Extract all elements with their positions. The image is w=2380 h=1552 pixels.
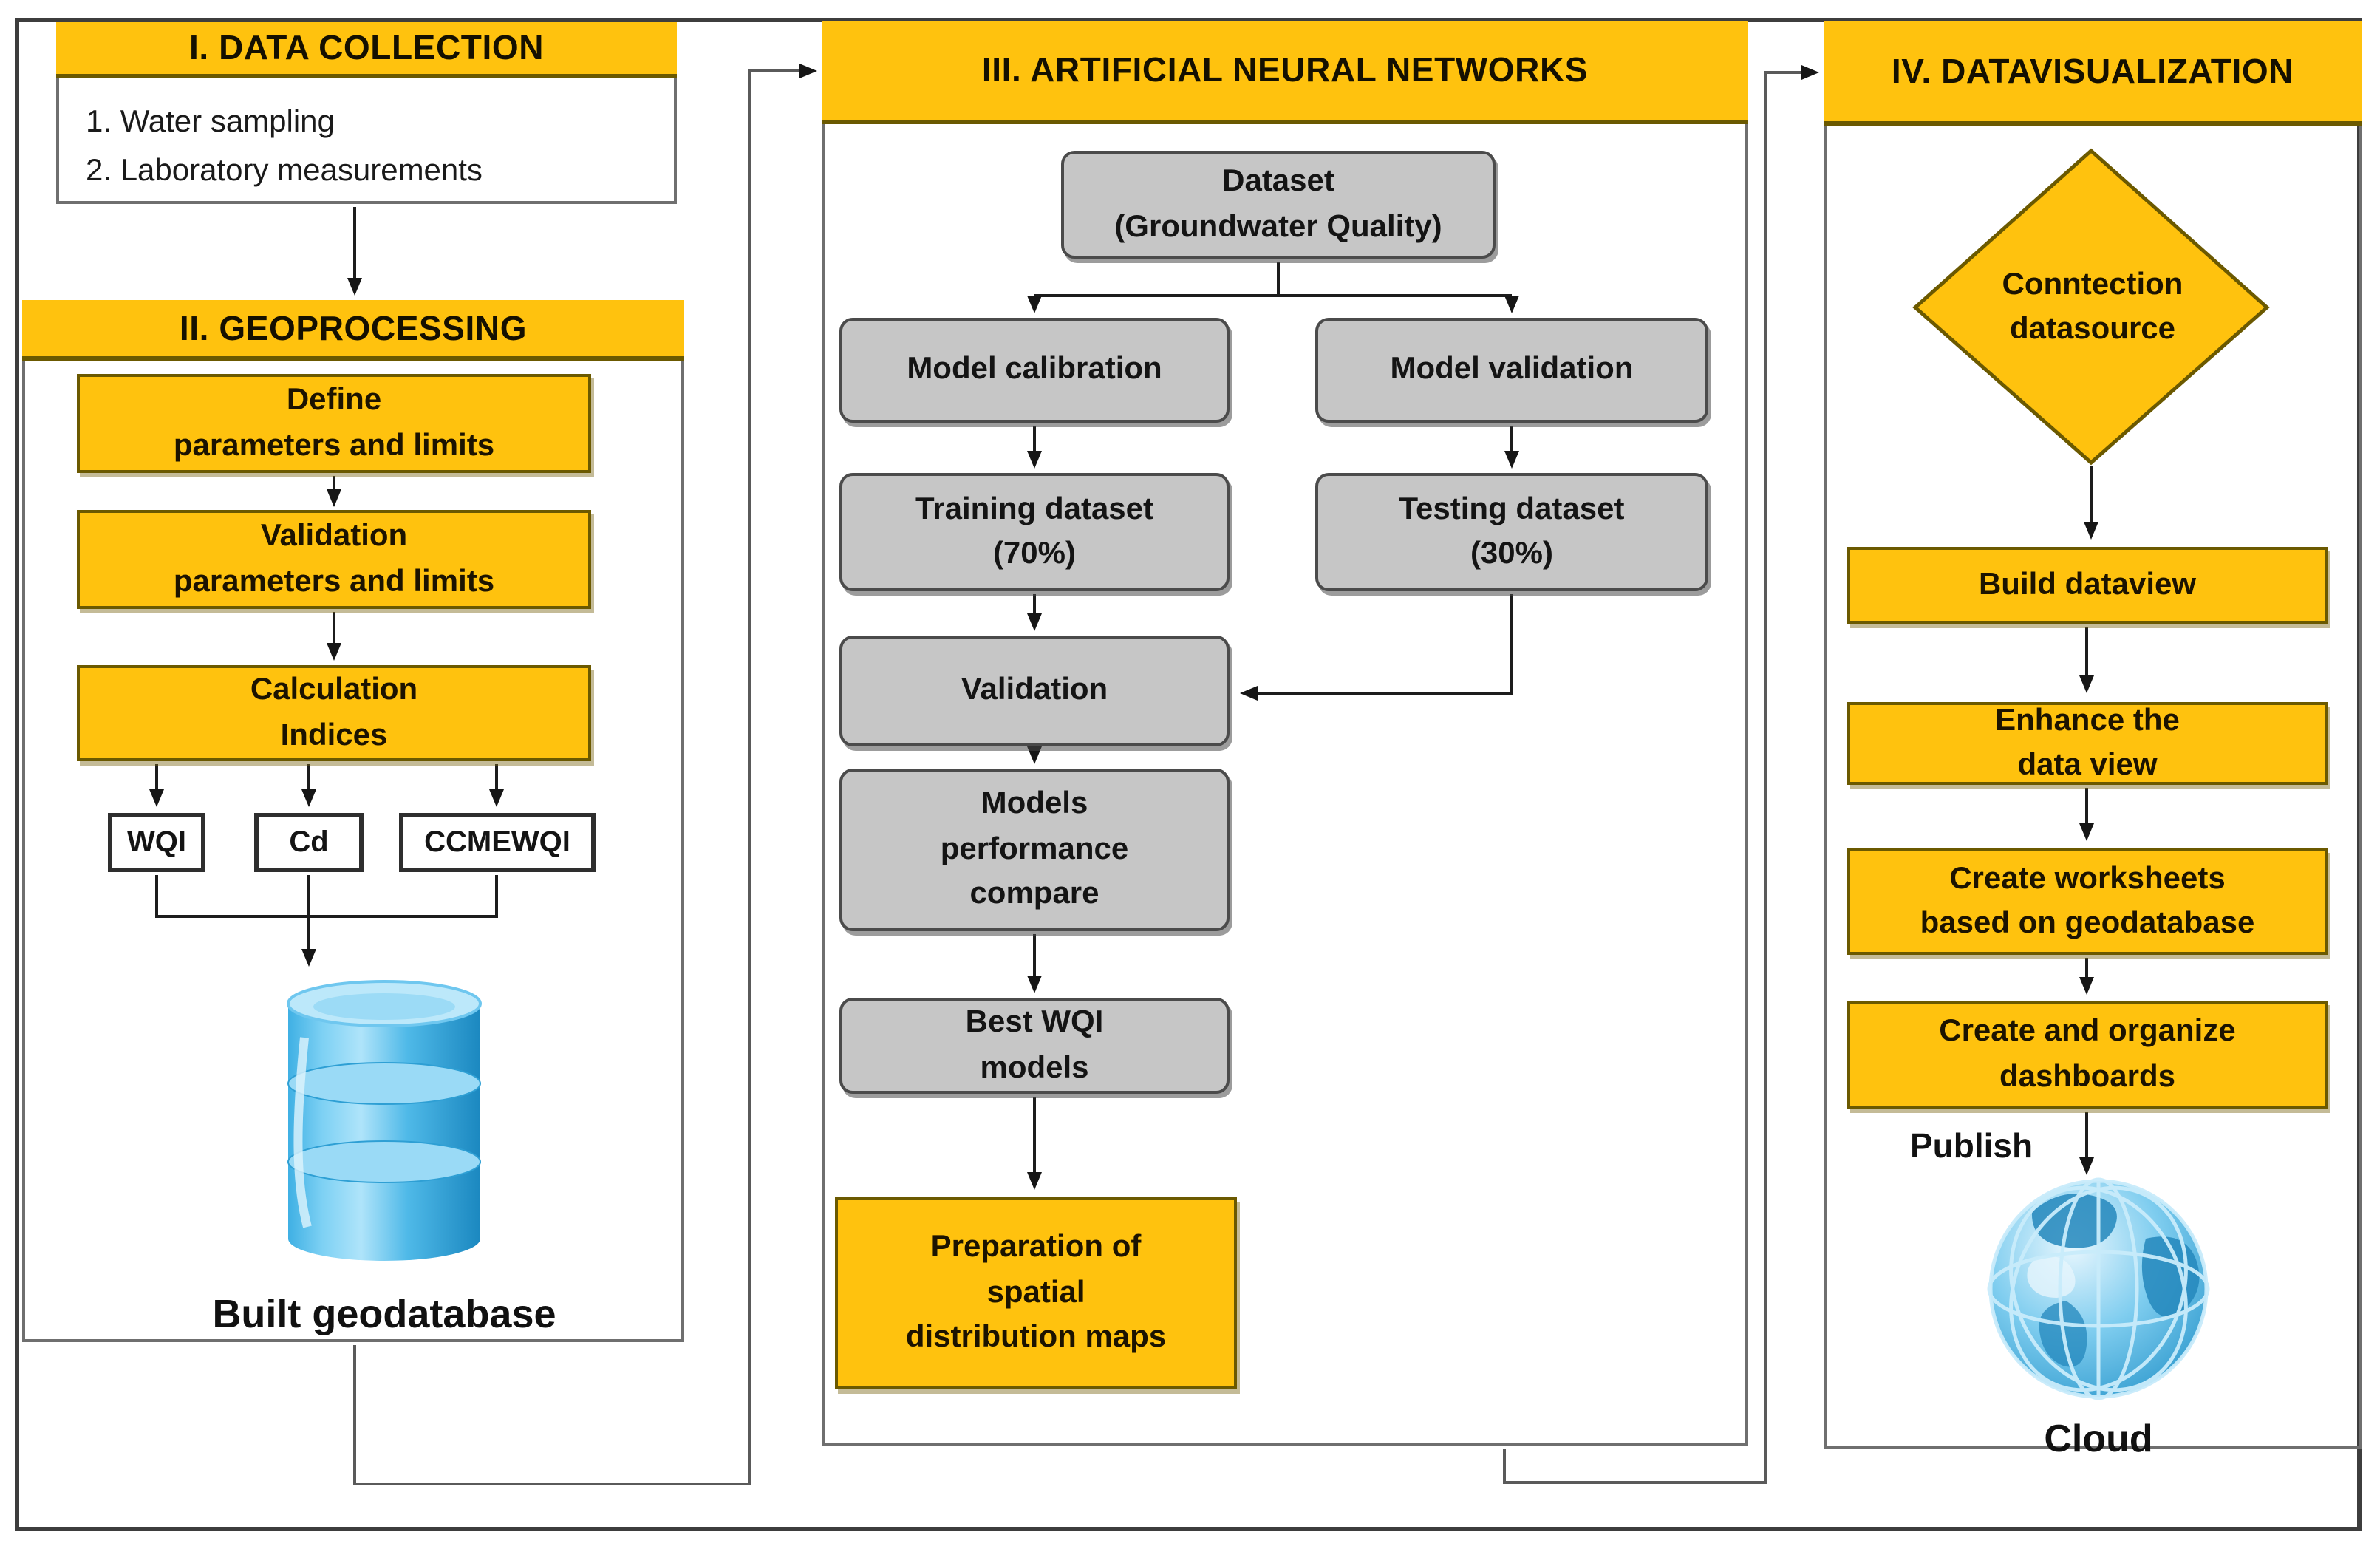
box-build-dataview: Build dataview xyxy=(1847,547,2328,624)
built-geodatabase-label: Built geodatabase xyxy=(212,1292,556,1336)
box-model-validation: Model validation xyxy=(1315,318,1708,423)
box-testing-dataset: Testing dataset (30%) xyxy=(1315,473,1708,591)
title-text: I. DATA COLLECTION xyxy=(188,28,545,67)
title-text: II. GEOPROCESSING xyxy=(179,308,528,347)
box-wqi: WQI xyxy=(108,813,205,872)
title-text: III. ARTIFICIAL NEURAL NETWORKS xyxy=(981,50,1589,89)
section-title-geoprocessing: II. GEOPROCESSING xyxy=(22,300,684,361)
box-best-wqi-models: Best WQI models xyxy=(839,998,1230,1094)
section-title-data-collection: I. DATA COLLECTION xyxy=(56,22,677,78)
box-create-dashboards: Create and organize dashboards xyxy=(1847,1001,2328,1109)
water-sampling-item: 1. Water sampling xyxy=(86,105,335,139)
box-preparation-maps: Preparation of spatial distribution maps xyxy=(835,1197,1237,1389)
box-model-calibration: Model calibration xyxy=(839,318,1230,423)
diamond-connection-datasource: Conntection datasource xyxy=(2002,267,2183,346)
box-validation-step: Validation xyxy=(839,636,1230,746)
process-arrows xyxy=(149,207,2098,1190)
cloud-label: Cloud xyxy=(2044,1416,2153,1460)
section-title-datavisualization: IV. DATAVISUALIZATION xyxy=(1824,21,2362,126)
box-dataset: Dataset (Groundwater Quality) xyxy=(1061,151,1496,259)
globe-network-icon xyxy=(1987,1177,2210,1400)
box-ccmewqi: CCMEWQI xyxy=(399,813,596,872)
box-calculation-indices: Calculation Indices xyxy=(77,665,591,761)
database-cylinder-icon xyxy=(287,980,482,1261)
box-training-dataset: Training dataset (70%) xyxy=(839,473,1230,591)
section-title-ann: III. ARTIFICIAL NEURAL NETWORKS xyxy=(822,21,1748,124)
publish-label: Publish xyxy=(1909,1126,2033,1165)
box-enhance-dataview: Enhance the data view xyxy=(1847,702,2328,785)
box-define-parameters: Define parameters and limits xyxy=(77,374,591,473)
section-connectors xyxy=(353,64,1819,1485)
decision-diamond xyxy=(1912,148,2270,466)
laboratory-measurements-item: 2. Laboratory measurements xyxy=(86,154,483,188)
box-cd: Cd xyxy=(254,813,364,872)
box-create-worksheets: Create worksheets based on geodatabase xyxy=(1847,848,2328,955)
box-models-performance: Models performance compare xyxy=(839,769,1230,931)
box-validation-parameters: Validation parameters and limits xyxy=(77,510,591,609)
title-text: IV. DATAVISUALIZATION xyxy=(1891,51,2294,89)
